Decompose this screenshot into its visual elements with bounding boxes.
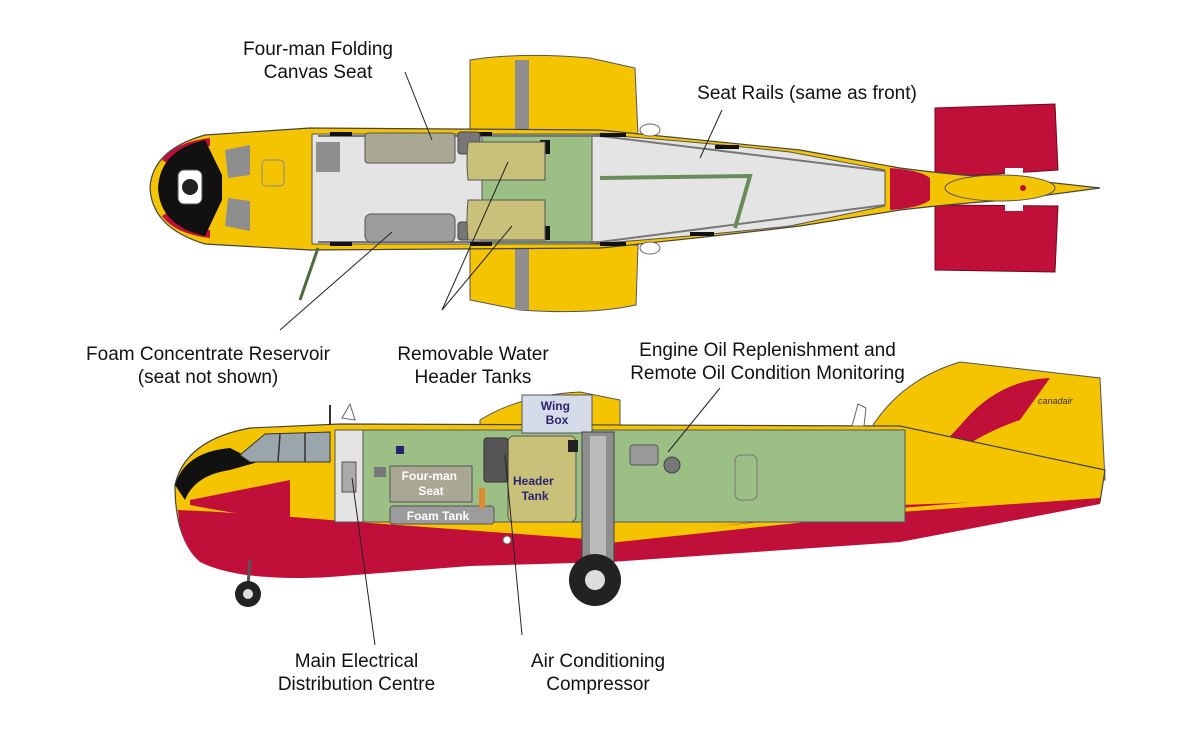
side-small-box-1 bbox=[374, 467, 386, 477]
callout-header-tanks-line-2: Header Tanks bbox=[414, 367, 532, 388]
side-nose-black bbox=[175, 448, 258, 500]
callout-foam-reservoir: Foam Concentrate Reservoir (seat not sho… bbox=[58, 343, 358, 389]
leader-electrical bbox=[351, 477, 376, 646]
side-cockpit-divider bbox=[277, 433, 306, 463]
side-port bbox=[502, 535, 512, 545]
top-antenna-1 bbox=[639, 123, 661, 137]
side-hatch bbox=[734, 454, 758, 501]
callout-engine-oil-line-1: Engine Oil Replenishment and bbox=[639, 340, 896, 361]
top-tail-upper bbox=[934, 103, 1059, 179]
top-wing-lower bbox=[469, 244, 639, 313]
side-antenna-flag bbox=[341, 402, 356, 421]
top-wing-strut-upper bbox=[515, 60, 529, 136]
top-cockpit-glass bbox=[182, 179, 198, 195]
leader-engine-oil bbox=[667, 387, 721, 453]
top-aft-floor bbox=[589, 133, 886, 245]
side-ac-compressor bbox=[483, 437, 509, 483]
callout-electrical: Main Electrical Distribution Centre bbox=[254, 650, 459, 696]
callout-air-con-line-2: Compressor bbox=[546, 674, 650, 695]
callout-folding-seat-line-2: Canvas Seat bbox=[263, 62, 373, 83]
side-view bbox=[174, 361, 1106, 607]
top-wing-strut-lower bbox=[515, 245, 529, 310]
top-header-tank-2 bbox=[466, 199, 546, 241]
leader-seat-rails bbox=[699, 109, 723, 159]
callout-seat-rails: Seat Rails (same as front) bbox=[672, 82, 942, 105]
side-small-box-2 bbox=[396, 446, 404, 454]
side-nose-crimson bbox=[190, 480, 290, 520]
leader-folding-seat bbox=[404, 71, 433, 141]
top-tail-lower bbox=[934, 204, 1059, 273]
callout-electrical-line-1: Main Electrical bbox=[294, 651, 419, 672]
side-cockpit-windows bbox=[239, 431, 331, 463]
side-wing-box-bg bbox=[521, 394, 593, 434]
side-oil-monitor bbox=[663, 456, 681, 474]
callout-folding-seat: Four-man Folding Canvas Seat bbox=[222, 38, 414, 84]
side-electrical-inner bbox=[341, 461, 357, 493]
side-foam-tank-label: Foam Tank bbox=[407, 509, 470, 523]
top-probe bbox=[298, 247, 320, 301]
callout-header-tanks-line-1: Removable Water bbox=[397, 344, 549, 365]
top-cockpit-seat-left bbox=[225, 145, 250, 178]
top-header-tank-1 bbox=[466, 141, 546, 181]
callout-air-con-line-1: Air Conditioning bbox=[530, 651, 666, 672]
callout-foam-reservoir-line-1: Foam Concentrate Reservoir bbox=[86, 344, 330, 365]
side-seat-shape bbox=[389, 465, 473, 503]
leader-header-tank-1 bbox=[441, 161, 509, 311]
top-tail-fairing bbox=[944, 174, 1056, 202]
side-seat-label: Four-man Seat bbox=[402, 469, 461, 498]
side-light bbox=[473, 535, 479, 541]
callout-foam-reservoir-line-2: (seat not shown) bbox=[137, 367, 279, 388]
top-tail-hinge-upper bbox=[1005, 168, 1023, 175]
brand-logo: canadair bbox=[1038, 396, 1074, 406]
top-tail-hinge-lower bbox=[1005, 204, 1023, 211]
wing-box-label: Wing Box bbox=[541, 399, 574, 427]
side-nose-hub bbox=[243, 589, 253, 599]
top-cockpit-console bbox=[261, 159, 285, 187]
callout-folding-seat-line-1: Four-man Folding bbox=[243, 39, 393, 60]
side-small-box-3 bbox=[568, 440, 578, 452]
side-main-hub bbox=[585, 570, 605, 590]
side-oil-unit bbox=[629, 444, 659, 466]
top-tail-cone bbox=[890, 168, 930, 210]
callout-engine-oil: Engine Oil Replenishment and Remote Oil … bbox=[600, 339, 935, 385]
side-tail-antenna bbox=[851, 403, 867, 427]
leader-lines bbox=[279, 71, 723, 646]
top-antenna-2 bbox=[639, 241, 661, 255]
leader-header-tank-2 bbox=[441, 225, 513, 311]
top-electrical-box bbox=[316, 142, 340, 172]
side-fuel-cells bbox=[479, 488, 485, 508]
callout-seat-rails-line-1: Seat Rails (same as front) bbox=[697, 83, 917, 104]
side-tail-crimson bbox=[905, 378, 1050, 495]
side-foam-tank-shape bbox=[389, 505, 495, 525]
leader-air-con bbox=[504, 454, 523, 636]
side-header-tank-label: Header Tank bbox=[513, 474, 557, 503]
leader-foam-reservoir bbox=[279, 231, 393, 331]
top-wing-upper bbox=[469, 54, 639, 136]
callout-header-tanks: Removable Water Header Tanks bbox=[378, 343, 568, 389]
callout-engine-oil-line-2: Remote Oil Condition Monitoring bbox=[630, 363, 905, 384]
callout-electrical-line-2: Distribution Centre bbox=[277, 674, 436, 695]
callout-air-con: Air Conditioning Compressor bbox=[508, 650, 688, 696]
side-tail-stripe bbox=[600, 492, 1100, 544]
top-aft-strut bbox=[599, 173, 753, 229]
top-cockpit-seat-right bbox=[225, 198, 250, 231]
side-main-gear-inner bbox=[590, 436, 606, 556]
top-folding-seat bbox=[364, 132, 456, 164]
top-view bbox=[149, 54, 1101, 313]
side-nose-gear-strut bbox=[246, 559, 252, 586]
top-tail-light bbox=[1020, 185, 1026, 191]
top-foam-reservoir bbox=[364, 213, 456, 243]
